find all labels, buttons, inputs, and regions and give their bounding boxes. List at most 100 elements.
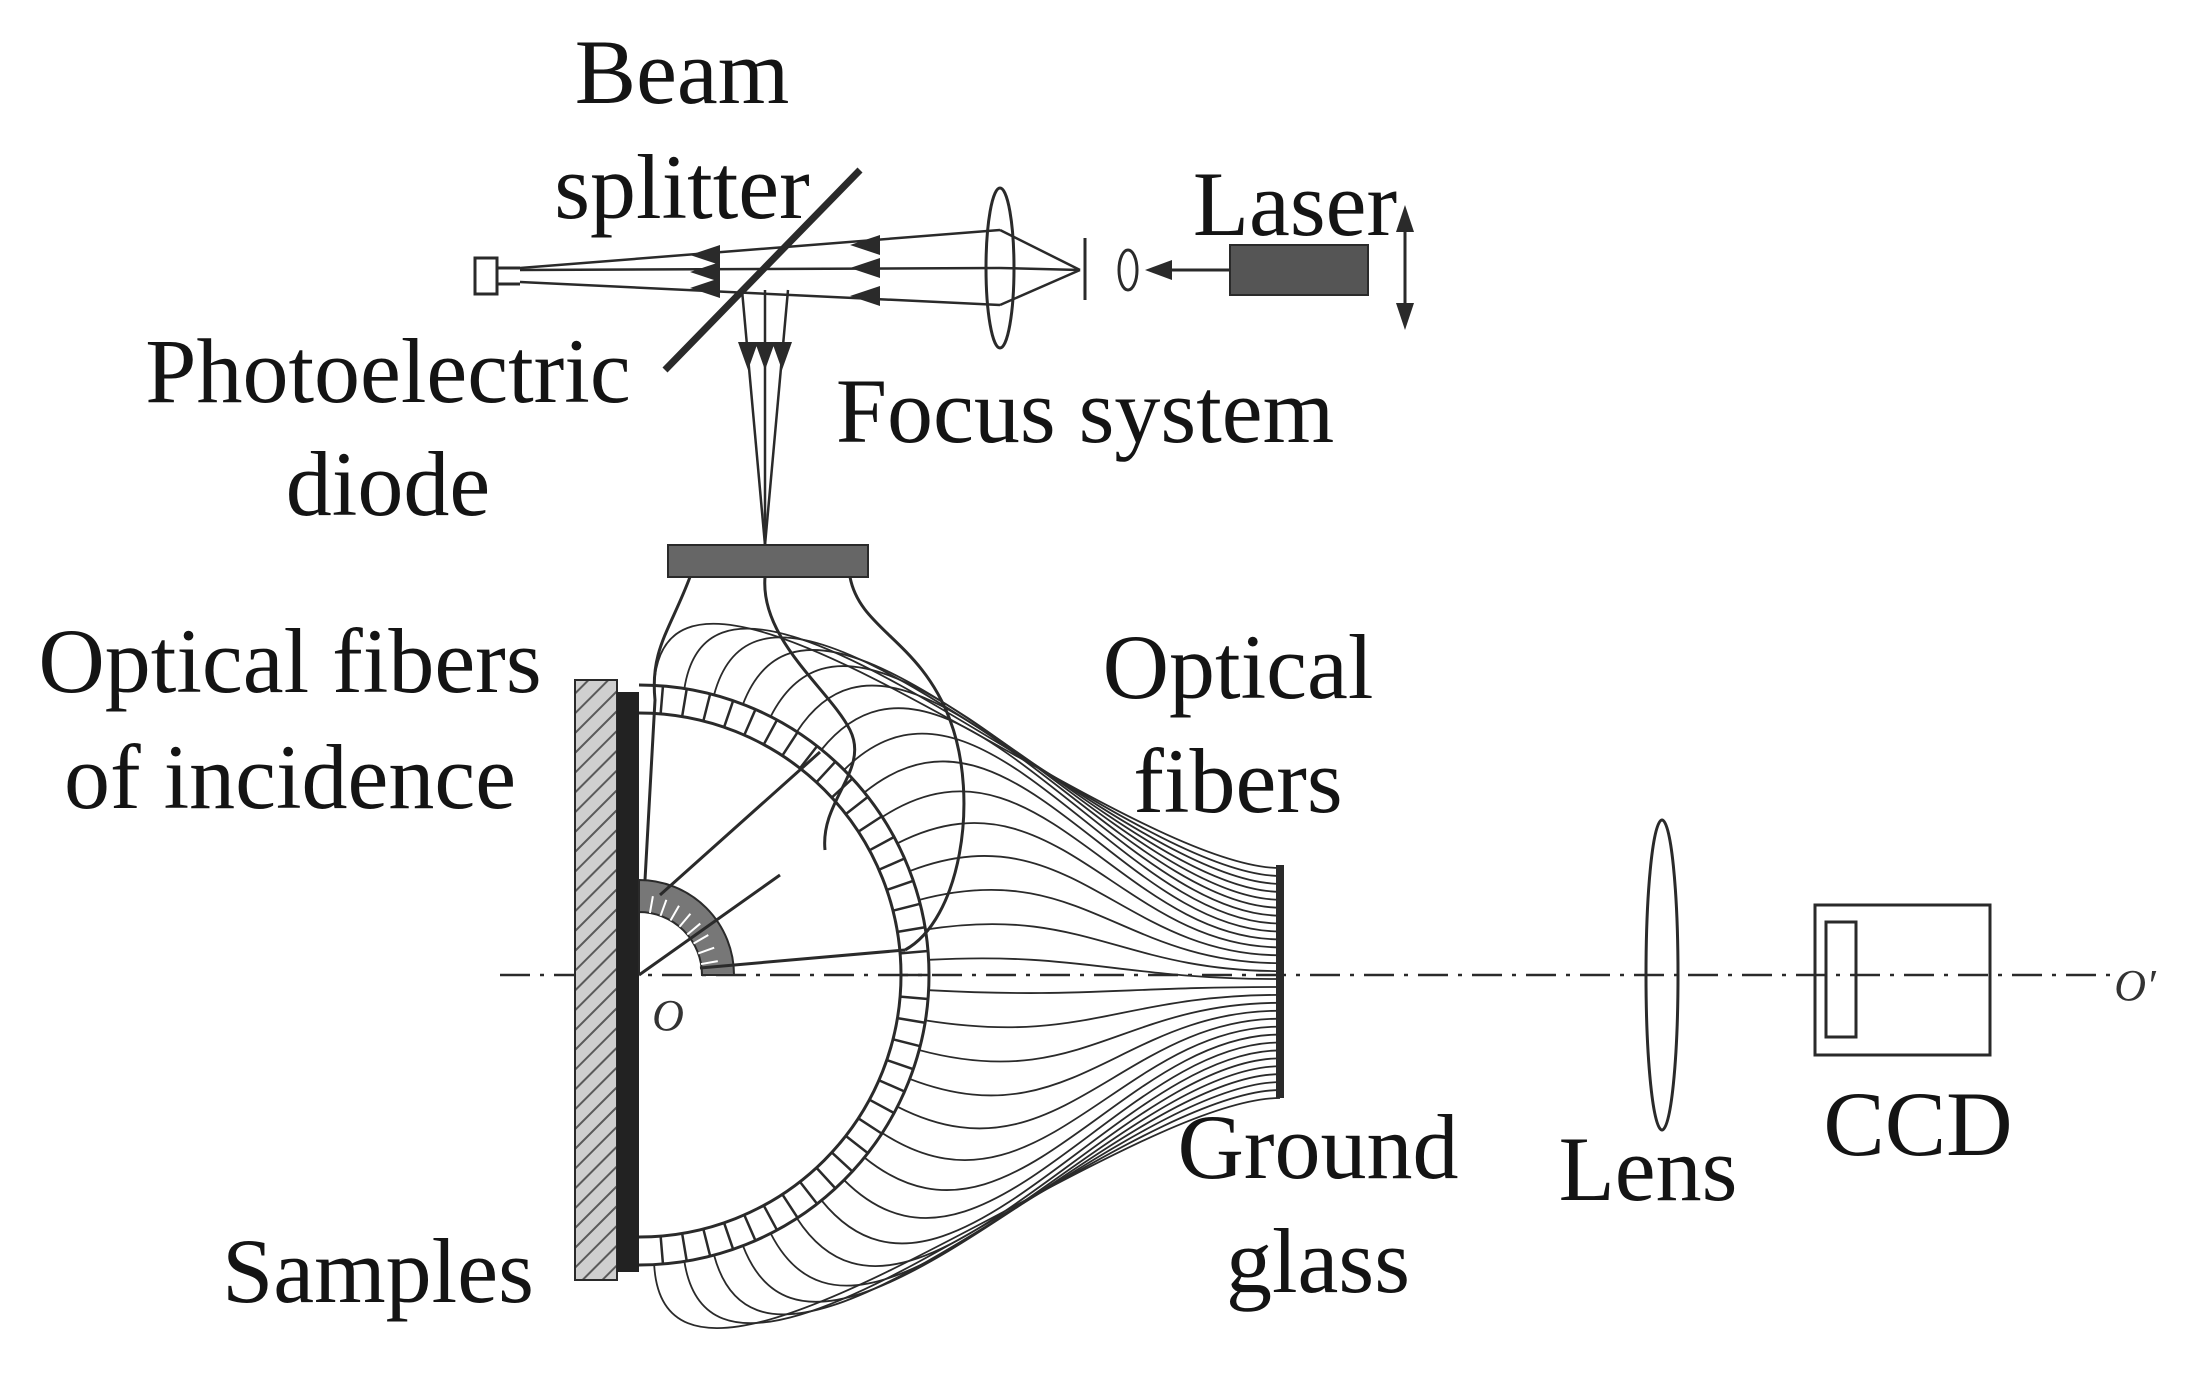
label-photoelectric-line1: Photoelectric <box>145 320 630 422</box>
label-origin-prime: O′ <box>2114 961 2157 1010</box>
label-optical-fibers-incidence-line2: of incidence <box>64 726 516 828</box>
label-optical-fibers-line1: Optical <box>1103 616 1374 718</box>
optical-fiber <box>843 732 1281 925</box>
radial-arm-2 <box>659 750 821 897</box>
small-lens <box>1117 248 1139 292</box>
angle-arc-holder <box>638 878 736 976</box>
frame-tick <box>844 795 869 816</box>
frame-tick <box>659 1236 665 1265</box>
label-samples: Samples <box>222 1220 534 1322</box>
laser-body <box>1229 244 1369 296</box>
polarization-arrow-bottom <box>1396 303 1414 330</box>
frame-tick <box>892 1038 921 1048</box>
frame-tick <box>886 879 914 892</box>
optical-fiber <box>653 1097 1281 1329</box>
frame-tick <box>897 1016 926 1024</box>
frame-tick <box>702 1228 712 1257</box>
optical-fiber <box>925 993 1281 1029</box>
label-optical-fibers-incidence-line1: Optical fibers <box>38 610 541 712</box>
frame-tick <box>900 995 929 1001</box>
optical-fiber <box>909 855 1281 957</box>
radial-arm-1 <box>638 873 781 977</box>
optical-fiber <box>918 1001 1281 1063</box>
optical-fiber <box>881 1025 1281 1161</box>
frame-tick <box>868 835 895 852</box>
optical-fiber <box>928 957 1281 980</box>
frame-tick <box>868 1098 895 1115</box>
label-origin: O <box>652 991 684 1040</box>
samples <box>617 692 639 1272</box>
label-focus-system: Focus system <box>836 360 1334 462</box>
frame-tick <box>878 857 906 871</box>
optical-fiber <box>881 790 1281 941</box>
frame-tick <box>815 760 837 784</box>
beam-rays-down <box>740 289 790 546</box>
frame-tick <box>781 1193 799 1219</box>
polarization-arrow-top <box>1396 205 1414 232</box>
ccd-body <box>1813 903 1992 1057</box>
optical-fiber <box>683 627 1281 877</box>
sample-plate <box>574 679 618 1281</box>
frame-tick <box>743 708 757 736</box>
optical-fiber <box>796 684 1281 909</box>
frame-tick <box>743 1214 757 1242</box>
angle-tick <box>686 922 701 936</box>
frame-tick <box>762 719 779 746</box>
angle-tick <box>669 905 680 921</box>
angle-tick <box>648 896 654 914</box>
optical-fiber <box>896 822 1281 949</box>
optical-fiber <box>796 1057 1281 1267</box>
optical-fiber <box>843 1041 1281 1219</box>
frame-tick <box>722 1222 735 1250</box>
frame-tick <box>680 688 688 717</box>
frame-tick <box>857 1117 883 1135</box>
optical-fiber <box>769 665 1281 901</box>
frame-tick <box>702 693 712 722</box>
frame-tick <box>680 1233 688 1262</box>
optical-fiber <box>683 1089 1281 1324</box>
optical-fiber <box>863 760 1281 933</box>
radial-arm-3 <box>699 948 906 970</box>
photoelectric-diode <box>473 256 499 296</box>
optical-fiber <box>713 1081 1281 1316</box>
optical-fiber <box>820 707 1281 917</box>
optical-fiber-bundle <box>653 622 1281 1329</box>
frame-tick <box>722 700 735 728</box>
fiber-holder <box>667 544 869 578</box>
frame-tick <box>830 1151 854 1173</box>
optical-fiber <box>909 1009 1281 1097</box>
frame-tick <box>897 926 926 934</box>
angle-tick <box>693 934 709 945</box>
lens <box>1644 818 1680 1132</box>
frame-tick <box>886 1058 914 1071</box>
label-beam-splitter-line1: Beam <box>575 21 790 123</box>
frame-tick <box>900 949 929 955</box>
frame-tick <box>878 1079 906 1093</box>
label-ccd: CCD <box>1823 1073 2012 1175</box>
label-ground-glass-line2: glass <box>1226 1210 1410 1312</box>
frame-tick <box>892 902 921 912</box>
angle-ticks <box>648 896 718 966</box>
label-laser: Laser <box>1193 153 1397 255</box>
frame-tick <box>659 685 665 714</box>
frame-tick <box>857 815 883 833</box>
incidence-fiber-2 <box>763 576 857 851</box>
label-photoelectric-line2: diode <box>286 433 490 535</box>
optical-fiber <box>653 622 1281 869</box>
label-optical-fibers-line2: fibers <box>1133 730 1342 832</box>
optical-fiber <box>742 1073 1281 1303</box>
label-lens: Lens <box>1559 1118 1738 1220</box>
frame-tick <box>781 731 799 757</box>
frame-tick <box>844 1134 869 1155</box>
optical-fiber <box>925 923 1281 973</box>
optical-fiber <box>863 1033 1281 1191</box>
angle-tick <box>659 899 668 917</box>
frame-tick <box>762 1204 779 1231</box>
laser-beam-arrow <box>1145 260 1172 280</box>
ccd-lens-mount <box>1824 920 1858 1039</box>
optical-fiber <box>918 889 1281 965</box>
beam-rays-horizontal <box>519 228 1081 307</box>
optical-fiber <box>928 986 1281 994</box>
focus-lens <box>984 186 1016 350</box>
frame-tick <box>798 745 819 770</box>
